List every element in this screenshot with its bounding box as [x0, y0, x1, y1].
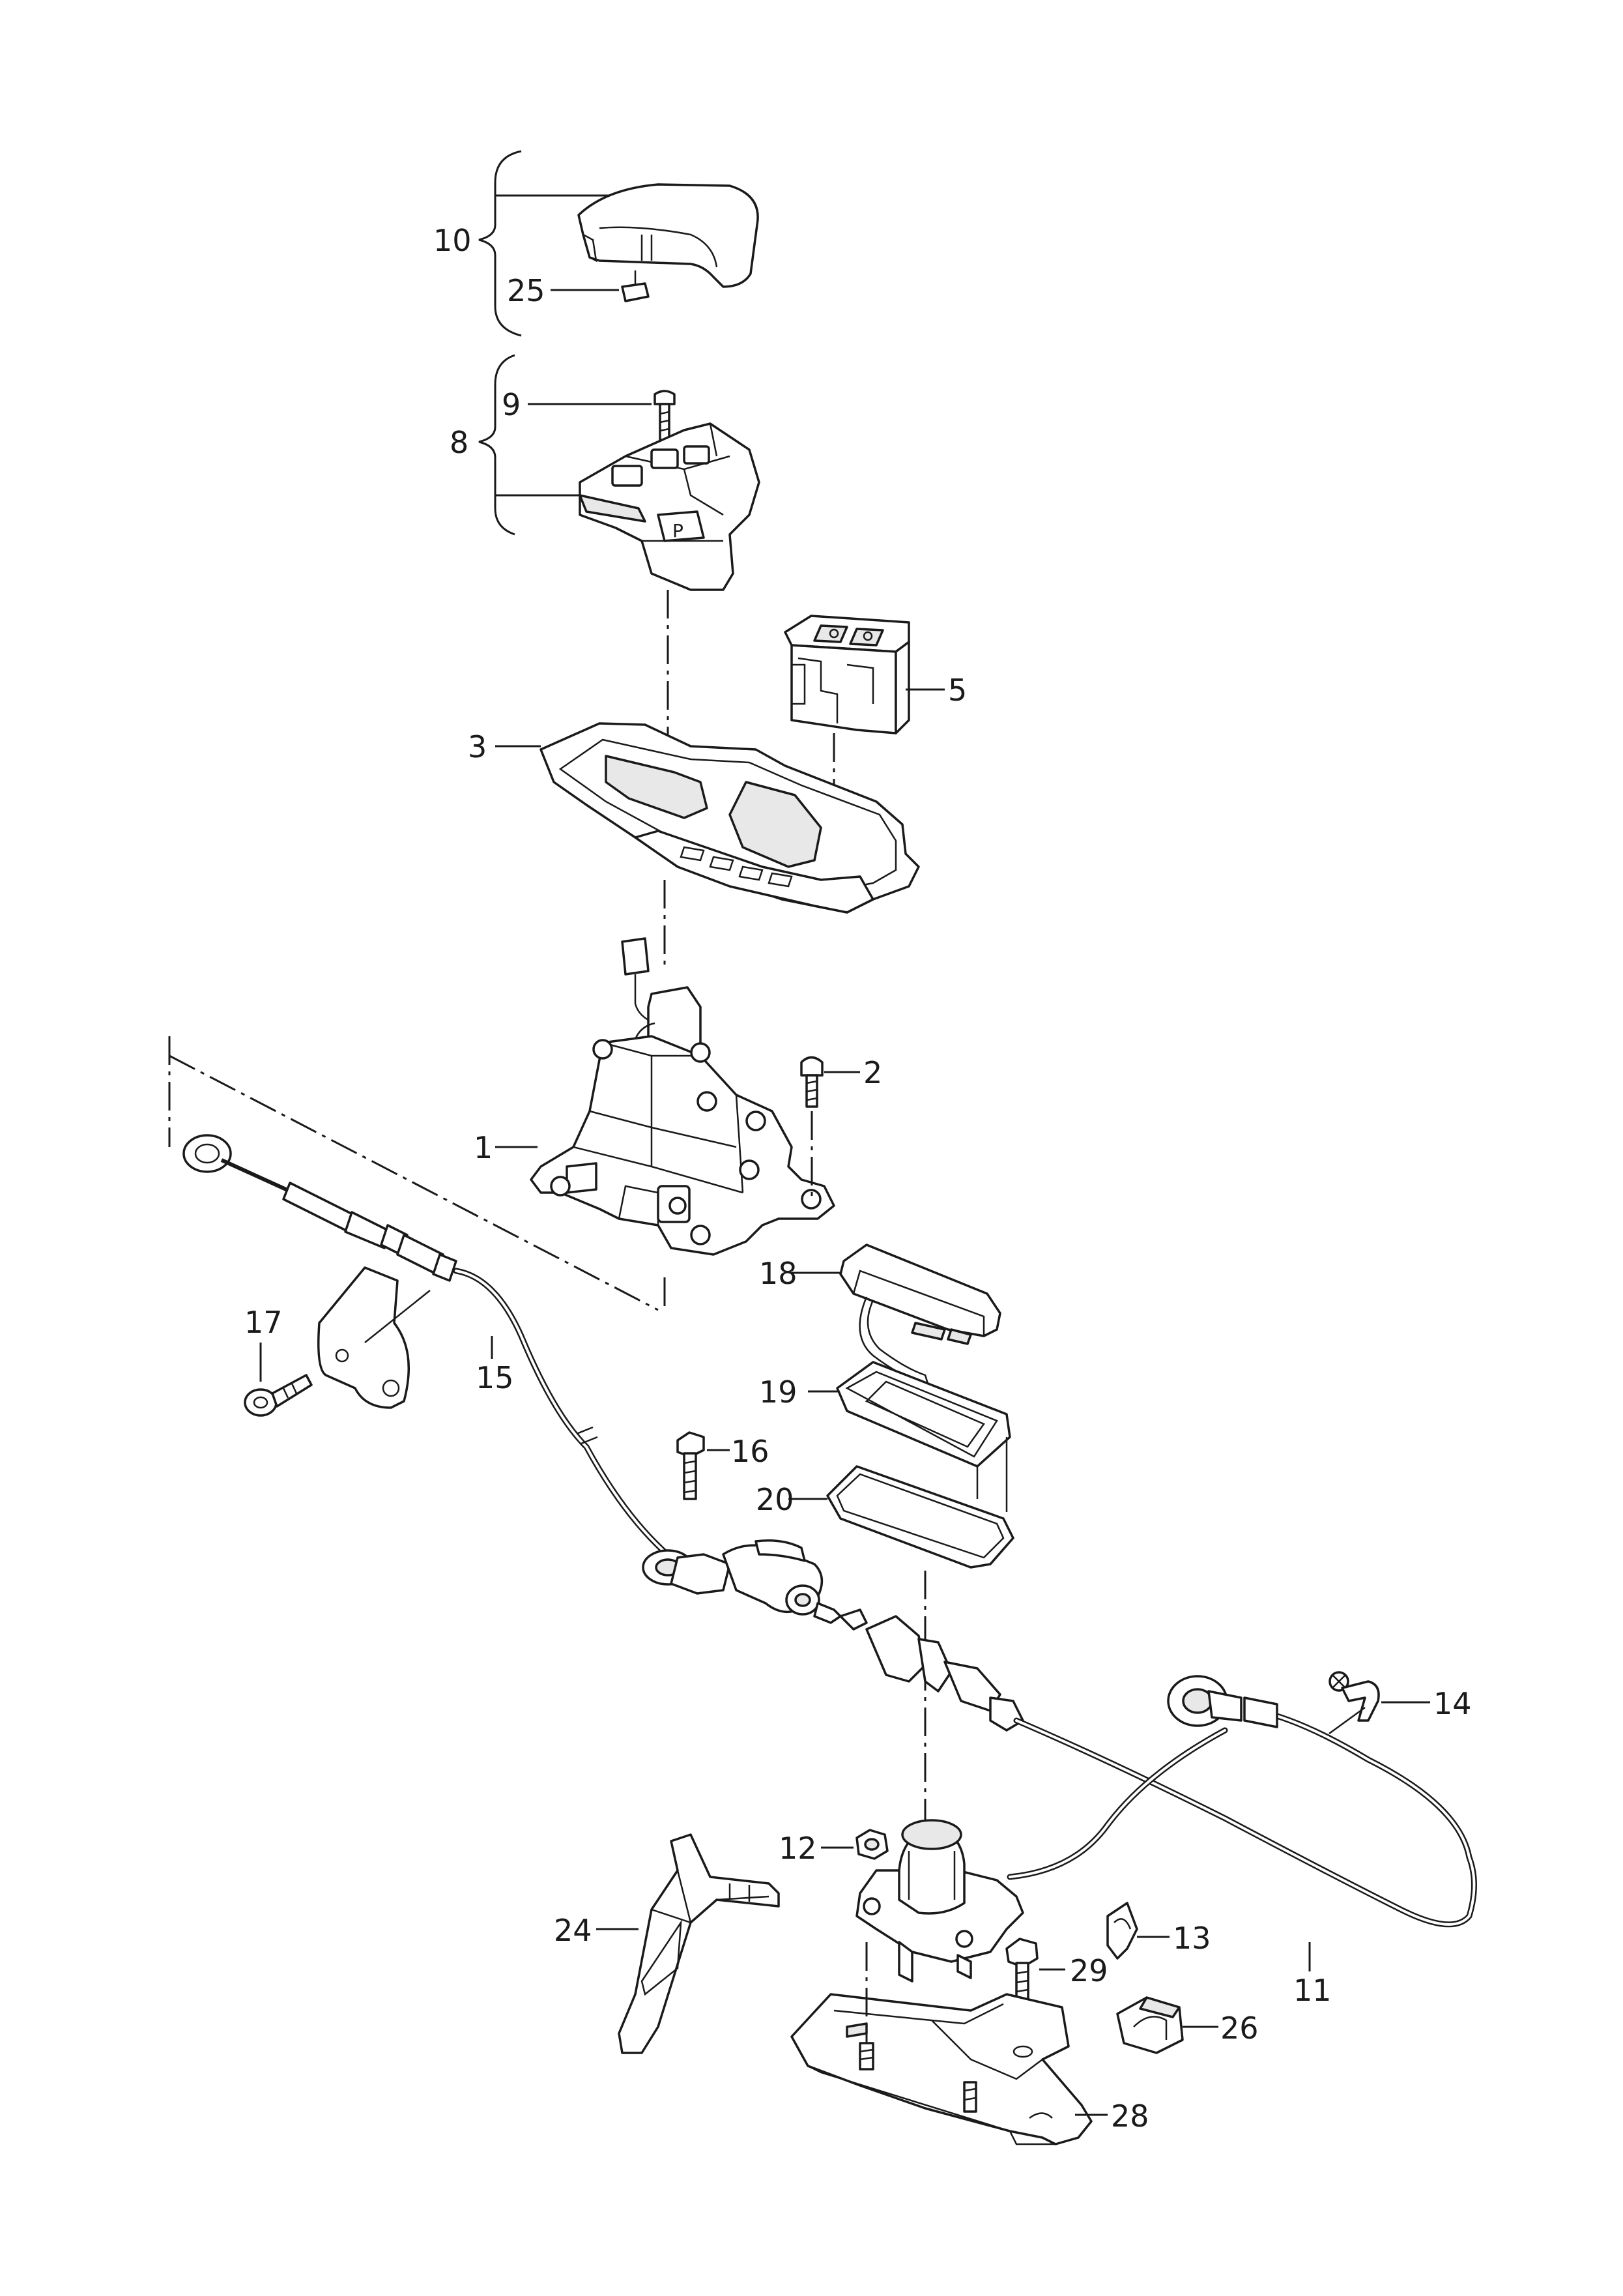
group-11: 11: [839, 1608, 1477, 2008]
label-16: 16: [731, 1434, 769, 1469]
label-1: 1: [474, 1130, 493, 1165]
nut-12[interactable]: [855, 1829, 889, 1860]
label-25: 25: [507, 273, 545, 308]
label-11: 11: [1293, 1973, 1332, 2008]
label-24: 24: [554, 1913, 592, 1948]
label-17: 17: [244, 1305, 283, 1340]
group-16: 16: [676, 1431, 769, 1500]
group-24: 24: [554, 1833, 780, 2054]
group-8: 8 9 P: [450, 354, 760, 591]
axis-line-diagonal: [169, 1054, 659, 1311]
label-28: 28: [1111, 2099, 1149, 2134]
label-18: 18: [759, 1256, 797, 1291]
group-26: 26: [1116, 1996, 1259, 2054]
group-29: 29: [1005, 1938, 1108, 2053]
label-19: 19: [759, 1374, 797, 1410]
shift-housing-1[interactable]: [530, 937, 835, 1256]
bolt-16[interactable]: [676, 1431, 705, 1500]
group-1: 1 2: [474, 937, 882, 1256]
bracket-24[interactable]: [618, 1833, 780, 2054]
label-8: 8: [450, 425, 468, 460]
selector-base[interactable]: [855, 1819, 1024, 1983]
label-20: 20: [756, 1482, 794, 1517]
gasket-20[interactable]: [826, 1465, 1014, 1569]
group-15: 15: [182, 1134, 842, 1624]
screw-2[interactable]: [800, 1056, 824, 1108]
label-29: 29: [1070, 1953, 1108, 1988]
group-10: 10 25: [433, 150, 759, 337]
group-18-19-20: 18 19 20: [756, 1243, 1014, 1851]
knob-cover[interactable]: [577, 183, 759, 288]
clip-25[interactable]: [621, 270, 650, 302]
park-symbol: P: [672, 520, 683, 542]
label-14: 14: [1433, 1686, 1472, 1721]
clip-14[interactable]: [1329, 1671, 1380, 1735]
group-13: 13: [1106, 1902, 1211, 1960]
group-14: 14: [1329, 1671, 1472, 1735]
label-9: 9: [502, 387, 521, 422]
switch-5[interactable]: [784, 615, 910, 734]
label-15: 15: [476, 1360, 514, 1395]
label-13: 13: [1173, 1921, 1211, 1956]
shift-cable-15[interactable]: [182, 1134, 842, 1624]
bolt-29[interactable]: [1005, 1938, 1039, 2003]
frame-19[interactable]: [836, 1361, 1011, 1512]
group-5: 5: [784, 615, 967, 854]
base-plate-28[interactable]: [790, 1993, 1093, 2145]
label-2: 2: [863, 1055, 882, 1090]
group-12: 12: [779, 1829, 889, 1866]
clip-13[interactable]: [1106, 1902, 1138, 1960]
bolt-17[interactable]: [244, 1374, 313, 1417]
screw-9[interactable]: [654, 390, 676, 441]
clip-26[interactable]: [1116, 1996, 1184, 2054]
label-5: 5: [948, 673, 967, 708]
label-10: 10: [433, 223, 472, 258]
trim-panel-3[interactable]: [539, 722, 920, 914]
selector-cable-11[interactable]: [839, 1608, 1477, 1928]
selector-lever[interactable]: P: [579, 422, 760, 591]
label-26: 26: [1220, 2011, 1259, 2046]
group-28: 28: [790, 1942, 1149, 2145]
group-3: 3: [468, 722, 920, 914]
label-3: 3: [468, 729, 487, 764]
label-12: 12: [779, 1831, 817, 1866]
group-17: 17: [244, 1305, 313, 1417]
